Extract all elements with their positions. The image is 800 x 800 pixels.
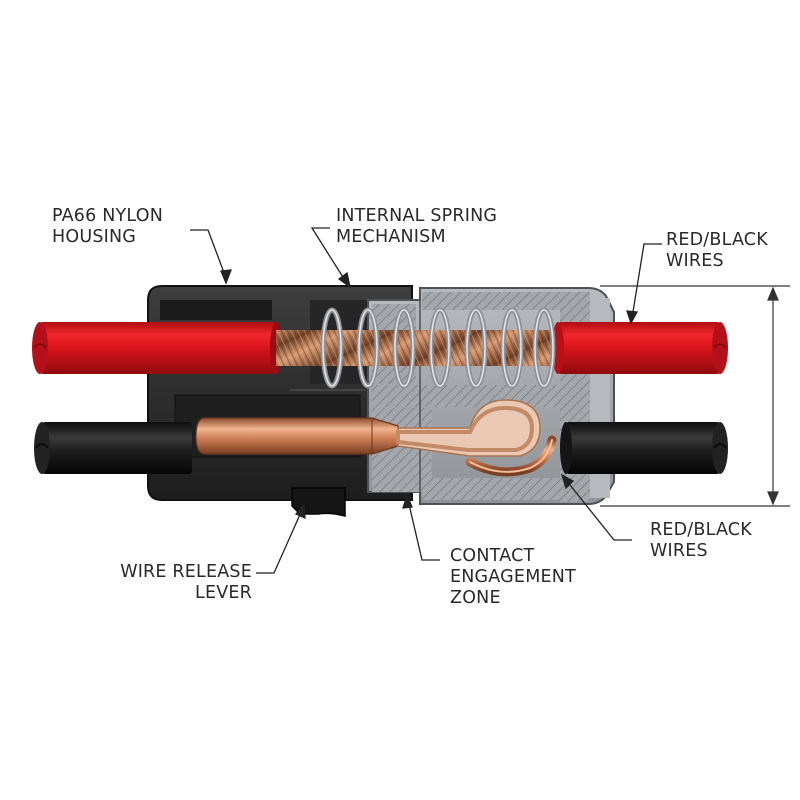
- callout-wires-top-line-2: WIRES: [666, 251, 724, 271]
- copper-terminal-clip: [396, 399, 557, 477]
- callout-lever-line-2: LEVER: [195, 583, 252, 603]
- internal-spring: [320, 307, 556, 389]
- black-wire-right: [560, 422, 728, 474]
- red-wire-left: [32, 322, 282, 374]
- callout-housing-line-2: HOUSING: [52, 227, 137, 247]
- callout-contact-line-3: ZONE: [450, 588, 501, 608]
- red-wire-right: [552, 322, 728, 374]
- callout-wires-top-line-1: RED/BLACK: [666, 230, 768, 250]
- callout-wires-bottom-line-1: RED/BLACK: [650, 520, 752, 540]
- callout-lever: WIRE RELEASE LEVER: [120, 562, 252, 604]
- callout-spring-line-1: INTERNAL SPRING: [336, 206, 498, 226]
- callout-contact-line-2: ENGAGEMENT: [450, 567, 576, 587]
- callout-wires-top: RED/BLACK WIRES: [666, 230, 768, 272]
- callout-housing: PA66 NYLON HOUSING: [52, 206, 163, 248]
- callout-housing-line-1: PA66 NYLON: [52, 206, 164, 226]
- dimension-line: [600, 285, 790, 507]
- callout-spring-line-2: MECHANISM: [336, 227, 446, 247]
- callout-contact: CONTACT ENGAGEMENT ZONE: [450, 546, 576, 609]
- callout-contact-line-1: CONTACT: [450, 546, 535, 566]
- callout-wires-bottom-line-2: WIRES: [650, 541, 708, 561]
- callout-wires-bottom: RED/BLACK WIRES: [650, 520, 752, 562]
- black-wire-left: [34, 422, 192, 474]
- copper-contact-pin: [195, 417, 399, 455]
- wire-release-lever: [291, 487, 346, 517]
- callout-spring: INTERNAL SPRING MECHANISM: [336, 206, 497, 248]
- callout-lever-line-1: WIRE RELEASE: [120, 562, 252, 582]
- leader-lines: [190, 227, 662, 574]
